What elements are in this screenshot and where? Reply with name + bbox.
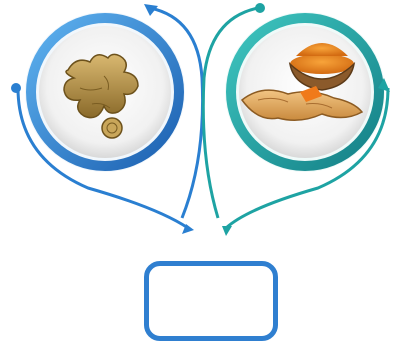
left-ginger-circle bbox=[11, 4, 203, 234]
right-turmeric-circle bbox=[203, 3, 390, 236]
answer-box[interactable] bbox=[144, 261, 278, 341]
